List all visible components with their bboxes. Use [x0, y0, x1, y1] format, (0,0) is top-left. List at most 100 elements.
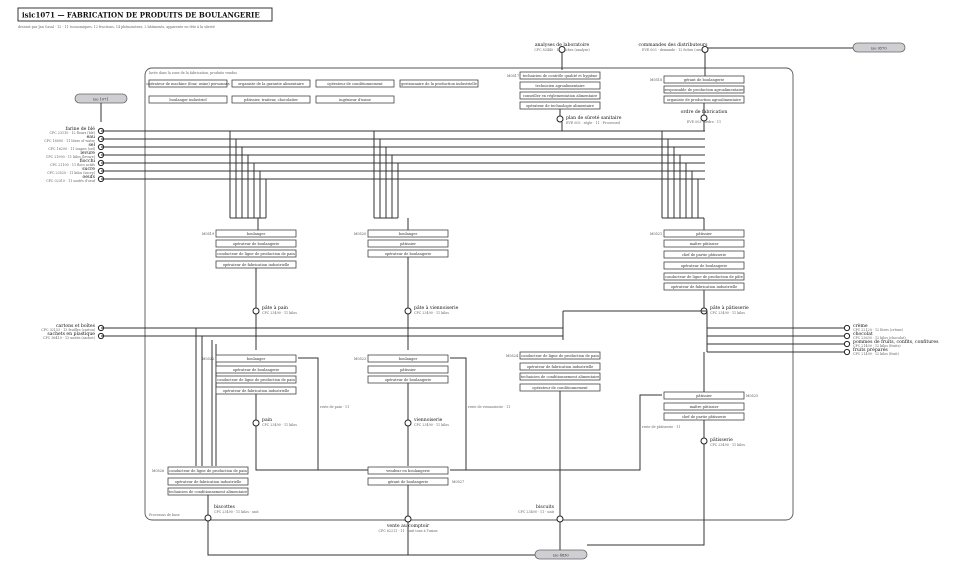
svg-text:pâtissier: pâtissier: [696, 232, 712, 236]
svg-text:EVE 003 · demande · 12 fiches: EVE 003 · demande · 12 fiches (cmd): [642, 48, 705, 52]
svg-text:chocolat: chocolat: [853, 331, 873, 337]
svg-text:M0527: M0527: [452, 480, 464, 484]
svg-text:reste de pain · 11: reste de pain · 11: [320, 405, 349, 409]
svg-text:viennoiserie: viennoiserie: [413, 417, 443, 423]
svg-text:boulanger: boulanger: [247, 357, 266, 361]
group-packaging-line: M0524 conducteur de ligne de production …: [506, 351, 601, 516]
svg-text:M0522: M0522: [202, 357, 214, 361]
svg-text:farine de blé: farine de blé: [66, 125, 96, 132]
svg-text:pâtissier: pâtissier: [696, 394, 712, 398]
svg-text:opérateur de boulangerie: opérateur de boulangerie: [385, 252, 432, 256]
group-dough-pastry: M0521 pâtissier maître pâtissier chef de…: [650, 229, 749, 315]
svg-text:opérateur de fabrication indus: opérateur de fabrication industrielle: [671, 285, 738, 289]
top-node-orders[interactable]: commandes des distributeurs EVE 003 · de…: [639, 42, 709, 52]
svg-text:biscottes: biscottes: [214, 504, 236, 510]
svg-text:CPC 16200 · 11 tonnes (sel): CPC 16200 · 11 tonnes (sel): [48, 147, 95, 151]
svg-text:boulanger: boulanger: [399, 357, 418, 361]
svg-text:fiocchi: fiocchi: [80, 158, 96, 164]
svg-text:opérateur de fabrication indus: opérateur de fabrication industrielle: [527, 365, 594, 369]
svg-text:vendeur en boulangerie: vendeur en boulangerie: [385, 469, 429, 473]
svg-text:technicien agroalimentaire: technicien agroalimentaire: [535, 84, 584, 88]
mid-drops: [229, 131, 705, 230]
svg-text:sachets en plastique: sachets en plastique: [47, 331, 95, 337]
svg-text:boulanger: boulanger: [399, 232, 418, 236]
svg-text:opérateur de boulangerie: opérateur de boulangerie: [681, 264, 728, 268]
process-frame: [144, 67, 794, 521]
top-left-roles: opérateur de machine (four, usine) perso…: [146, 79, 479, 104]
svg-text:boulanger: boulanger: [247, 232, 266, 236]
group-bake-pastry: M0525 pâtissier maître pâtissier chef de…: [663, 352, 758, 447]
svg-text:pâtisserie: pâtisserie: [710, 436, 733, 443]
svg-text:CPC 22120 · 12 litres (crème): CPC 22120 · 12 litres (crème): [853, 328, 904, 332]
svg-text:CPC 02310 · 11 unités d'oeuf: CPC 02310 · 11 unités d'oeuf: [46, 179, 96, 183]
svg-text:responsable de production agro: responsable de production agroalimentair…: [665, 88, 744, 92]
svg-text:technicien de conditionnement: technicien de conditionnement alimentair…: [521, 375, 599, 379]
svg-text:CPC 23490 · 11 kilos: CPC 23490 · 11 kilos: [710, 311, 745, 315]
svg-text:gérant de boulangerie: gérant de boulangerie: [388, 480, 429, 484]
svg-text:cartons et boîtes: cartons et boîtes: [56, 322, 96, 329]
svg-text:CPC 23490 · 11 kilos: CPC 23490 · 11 kilos: [414, 423, 449, 427]
svg-text:maître pâtissier: maître pâtissier: [690, 242, 719, 246]
page-subtitle: dessiné par Jan Casal · 12 · 11 économiq…: [18, 25, 215, 29]
svg-text:pâte à pain: pâte à pain: [262, 304, 288, 311]
svg-text:EVE 003 · règle · 11 · Process: EVE 003 · règle · 11 · Processed: [566, 121, 621, 125]
mid-buses: [101, 310, 845, 440]
svg-text:CPC 21100 · 11 flocs actifs: CPC 21100 · 11 flocs actifs: [50, 163, 95, 167]
svg-text:opérateur de boulangerie: opérateur de boulangerie: [233, 242, 280, 246]
svg-text:M0518: M0518: [650, 78, 662, 82]
svg-text:technicien de conditionnement: technicien de conditionnement alimentair…: [169, 490, 247, 494]
svg-text:CPC 23490 · 11 kilos: CPC 23490 · 11 kilos: [262, 311, 297, 315]
output-item[interactable]: pommes de fruits, confits, confituresCPC…: [843, 339, 939, 348]
svg-text:crème: crème: [853, 322, 868, 329]
svg-text:opérateur de conditionnement: opérateur de conditionnement: [327, 82, 383, 86]
svg-text:chef de partie pâtisserie: chef de partie pâtisserie: [682, 415, 726, 419]
svg-text:maître pâtissier: maître pâtissier: [690, 405, 719, 409]
svg-text:pâte à pâtisserie: pâte à pâtisserie: [710, 304, 749, 311]
output-biscuits: biscuits CPC 23490 · 11 · unit: [518, 444, 705, 550]
edge-to-bottom-pill: [207, 540, 535, 556]
svg-text:sel: sel: [88, 142, 95, 148]
svg-text:conducteur de ligne de product: conducteur de ligne de production de pai…: [217, 378, 295, 382]
node-dot-lab[interactable]: [558, 46, 566, 53]
svg-text:gestionnaire de la production: gestionnaire de la production industriel…: [401, 82, 477, 86]
svg-text:CPC 23490 · 11 · unit: CPC 23490 · 11 · unit: [518, 510, 555, 514]
group-sale: vendeur en boulangerie gérant de boulang…: [255, 426, 464, 540]
svg-text:opérateur de conditionnement: opérateur de conditionnement: [532, 386, 588, 390]
svg-text:conseiller en réglementation a: conseiller en réglementation alimentaire: [523, 94, 597, 98]
svg-text:CPC 32153 · 13 feuilles (carto: CPC 32153 · 13 feuilles (carton): [41, 328, 95, 332]
svg-text:M0523: M0523: [354, 357, 366, 361]
svg-text:pain: pain: [262, 417, 272, 423]
group-orders: M0518 gérant de boulangerie responsable …: [650, 75, 745, 124]
svg-text:organiste de la garantie alime: organiste de la garantie alimentaire: [238, 82, 304, 86]
svg-text:reste de pâtisserie · 11: reste de pâtisserie · 11: [642, 425, 680, 429]
svg-text:conducteur de ligne de product: conducteur de ligne de production de pai…: [217, 252, 295, 256]
node-dot-orders[interactable]: [701, 46, 709, 53]
svg-text:opérateur de boulangerie: opérateur de boulangerie: [233, 368, 280, 372]
group-dough-viennoiserie: M0520 boulanger pâtissier opérateur de b…: [354, 229, 459, 315]
svg-text:eau: eau: [87, 135, 95, 140]
svg-text:CPC 21490 · 12 kilos (fruit): CPC 21490 · 12 kilos (fruit): [853, 352, 900, 356]
svg-text:CPC 23630 · 12 kilos (chocolat: CPC 23630 · 12 kilos (chocolat): [853, 336, 906, 340]
svg-text:M0519: M0519: [202, 232, 214, 236]
svg-text:reste de viennoiserie · 11: reste de viennoiserie · 11: [468, 405, 510, 409]
frame-caption: Processus de base: [149, 513, 180, 517]
svg-text:CPC 23490 · 11 kilos: CPC 23490 · 11 kilos: [710, 443, 745, 447]
group-bake-viennoiserie: M0523 boulanger pâtissier opérateur de b…: [354, 354, 449, 427]
svg-text:CPC 21400 · 12 kilos (fruits): CPC 21400 · 12 kilos (fruits): [853, 344, 901, 348]
group-packing: M0526 conducteur de ligne de production …: [152, 440, 259, 540]
svg-text:pommes de fruits, confits, con: pommes de fruits, confits, confitures: [853, 339, 939, 345]
page-title: isic1071 — FABRICATION DE PRODUITS DE BO…: [22, 11, 260, 20]
